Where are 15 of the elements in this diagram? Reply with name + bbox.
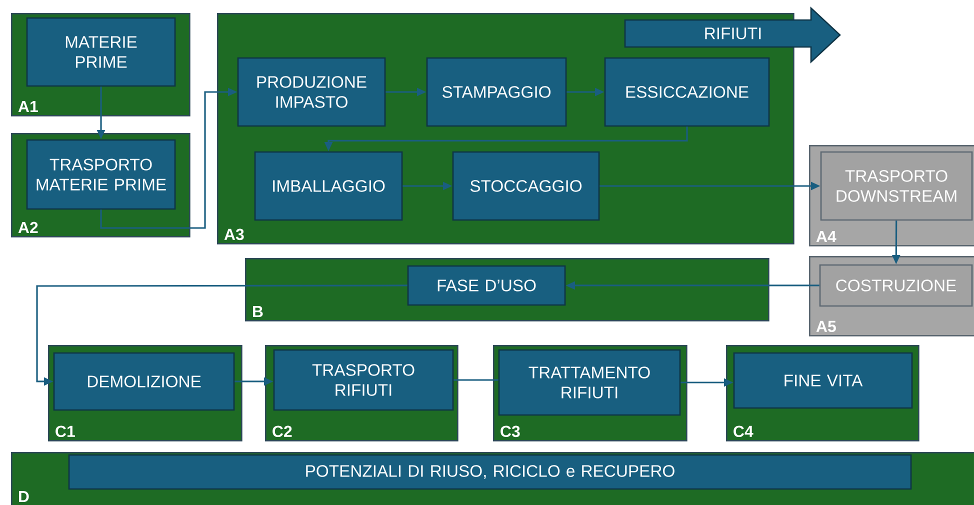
process-box: POTENZIALI DI RIUSO, RICICLO e RECUPERO [68,454,912,490]
process-box: TRASPORTO MATERIE PRIME [26,139,176,210]
process-box: ESSICCAZIONE [604,57,770,127]
process-box: STAMPAGGIO [426,57,567,127]
process-box: FASE D’USO [407,265,566,306]
process-box: PRODUZIONE IMPASTO [237,57,386,127]
process-box: FINE VITA [733,352,913,409]
process-box: COSTRUZIONE [819,264,973,307]
process-box: TRASPORTO RIFIUTI [273,349,454,411]
process-box: IMBALLAGGIO [254,151,403,221]
process-box: TRASPORTO DOWNSTREAM [820,151,973,221]
process-box: STOCCAGGIO [452,151,600,221]
process-box: DEMOLIZIONE [53,352,235,411]
process-box: MATERIE PRIME [26,17,176,87]
process-box: TRATTAMENTO RIFIUTI [498,349,681,416]
